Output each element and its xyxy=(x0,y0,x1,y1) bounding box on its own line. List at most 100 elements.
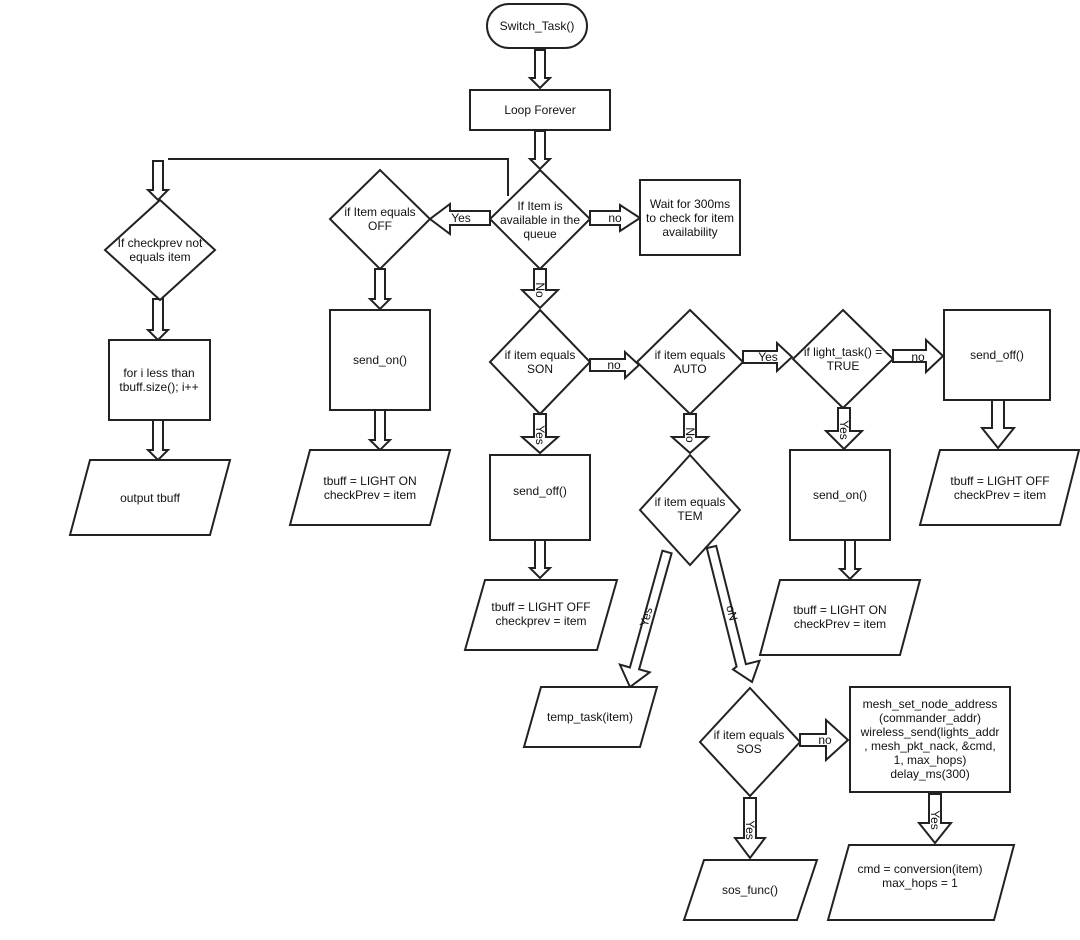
mesh-text-2: (commander_addr) xyxy=(879,711,981,725)
wait-text-1: Wait for 300ms xyxy=(650,197,730,211)
temp-task-text: temp_task(item) xyxy=(547,710,633,724)
arrow-for-output xyxy=(145,419,171,462)
queue-decision xyxy=(488,168,592,271)
arrow-queue-off xyxy=(428,202,491,236)
wait-text-3: availability xyxy=(662,225,717,239)
arrow-labels: Yes no no Yes no no No Yes No Yes Yes Ye… xyxy=(451,211,942,840)
mesh-text-5: 1, max_hops) xyxy=(894,753,967,767)
auto-text-2: AUTO xyxy=(673,362,706,376)
label-on-sos: oN xyxy=(723,604,740,622)
arrow-sos-mesh xyxy=(799,717,850,763)
arrow-son-auto xyxy=(589,349,641,381)
tbuff-off-io-1 xyxy=(463,579,619,651)
sos-decision xyxy=(698,686,802,798)
loop-text: Loop Forever xyxy=(504,103,575,117)
start-terminal xyxy=(486,3,588,49)
arrow-loop-queue xyxy=(527,130,553,171)
tbuff-off-io-2 xyxy=(918,449,1080,526)
shape-texts: Switch_Task() Loop Forever If Item is av… xyxy=(118,19,1050,897)
son-text-1: if item equals xyxy=(505,348,576,362)
arrow-queue-wait xyxy=(589,203,642,233)
arrow-tem-temp xyxy=(618,549,673,689)
sos-text-2: SOS xyxy=(736,742,761,756)
tbuff-on-text-1b: checkPrev = item xyxy=(324,488,416,502)
tem-text-1: if item equals xyxy=(655,495,726,509)
auto-text-1: if item equals xyxy=(655,348,726,362)
arrow-sos-func xyxy=(733,797,767,860)
tbuff-on-io-2 xyxy=(758,579,922,656)
mesh-box xyxy=(849,686,1011,793)
arrow-light-sendon xyxy=(823,407,865,451)
queue-text-3: queue xyxy=(523,227,557,241)
label-no-mesh: no xyxy=(818,733,832,747)
for-loop-box xyxy=(108,339,211,421)
arrow-sendoff-tbuff xyxy=(527,539,553,580)
checkprev-text-1: If checkprev not xyxy=(118,236,203,250)
cmd-text-1: cmd = conversion(item) xyxy=(857,862,982,876)
tbuff-on-text-2b: checkPrev = item xyxy=(794,617,886,631)
tbuff-on-text-1a: tbuff = LIGHT ON xyxy=(323,474,416,488)
arrow-queue-son xyxy=(519,268,561,310)
send-on-text-2: send_on() xyxy=(813,488,867,502)
off-text-2: OFF xyxy=(368,219,392,233)
off-decision xyxy=(328,168,432,271)
send-on-box-2 xyxy=(789,449,891,541)
label-yes-sendon: Yes xyxy=(837,420,851,440)
sos-func-text: sos_func() xyxy=(722,883,778,897)
tbuff-on-io-1 xyxy=(288,449,452,526)
mesh-text-1: mesh_set_node_address xyxy=(863,697,998,711)
shapes xyxy=(68,3,1080,921)
off-text-1: if Item equals xyxy=(344,205,415,219)
label-no-sendoff: no xyxy=(911,350,925,364)
send-off-box-2 xyxy=(943,309,1051,401)
arrow-checkprev-for xyxy=(145,298,171,342)
arrow-auto-tem xyxy=(669,413,711,455)
output-tbuff-io xyxy=(68,459,232,536)
label-yes-sendoff: Yes xyxy=(533,425,547,445)
tbuff-on-text-2a: tbuff = LIGHT ON xyxy=(793,603,886,617)
tbuff-off-text-1a: tbuff = LIGHT OFF xyxy=(491,600,590,614)
label-yes-temp: Yes xyxy=(637,606,656,629)
son-decision xyxy=(488,308,592,416)
arrow-light-sendoff xyxy=(892,337,945,375)
send-off-box-1 xyxy=(489,454,591,541)
cmd-text-2: max_hops = 1 xyxy=(882,876,958,890)
temp-task-io xyxy=(522,686,659,748)
cmd-io xyxy=(826,844,1016,921)
label-no-wait: no xyxy=(608,211,622,225)
arrows xyxy=(145,49,1017,860)
mesh-text-3: wireless_send(lights_addr xyxy=(860,725,1000,739)
tbuff-off-text-1b: checkprev = item xyxy=(495,614,586,628)
queue-text-1: If Item is xyxy=(517,199,562,213)
sos-func-io xyxy=(682,859,819,921)
checkprev-decision xyxy=(103,198,217,302)
wait-box xyxy=(639,179,741,256)
for-text-1: for i less than xyxy=(123,366,194,380)
light-text-1: if light_task() = xyxy=(804,345,882,359)
label-yes-cmd: Yes xyxy=(928,810,942,830)
tem-text-2: TEM xyxy=(677,509,702,523)
send-off-text-2: send_off() xyxy=(970,348,1024,362)
arrow-sendoff2-tbuff xyxy=(979,399,1017,450)
arrow-to-checkprev xyxy=(145,160,171,202)
arrow-sendon-tbuff xyxy=(367,409,393,452)
mesh-text-6: delay_ms(300) xyxy=(890,767,969,781)
arrow-tem-sos xyxy=(705,544,762,684)
arrow-mesh-cmd xyxy=(916,793,954,845)
arrow-start-loop xyxy=(527,49,553,90)
tem-decision xyxy=(638,453,742,567)
wait-text-2: to check for item xyxy=(646,211,734,225)
label-yes-off: Yes xyxy=(451,211,471,225)
send-on-box-1 xyxy=(329,309,431,411)
loop-back-line xyxy=(168,158,509,196)
label-yes-light: Yes xyxy=(758,350,778,364)
send-on-text-1: send_on() xyxy=(353,353,407,367)
label-yes-sosfunc: Yes xyxy=(743,820,757,840)
son-text-2: SON xyxy=(527,362,553,376)
light-text-2: TRUE xyxy=(827,359,860,373)
auto-decision xyxy=(635,308,745,416)
send-off-text-1: send_off() xyxy=(513,484,567,498)
loop-forever-box xyxy=(469,89,611,131)
